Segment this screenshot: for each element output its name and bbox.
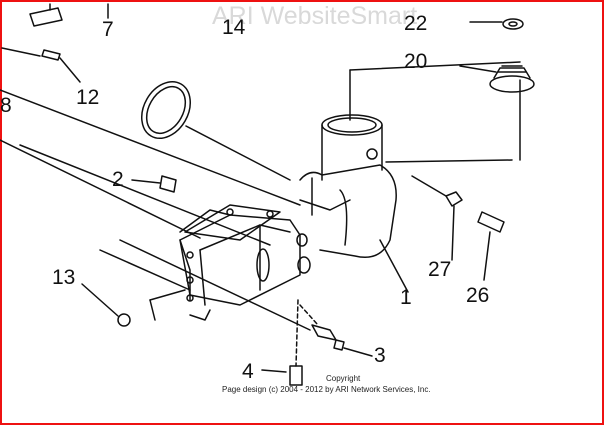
callout-7: 7 — [102, 18, 114, 41]
callout-3: 3 — [374, 344, 386, 367]
callout-12: 12 — [76, 86, 99, 109]
copyright-line-2: Page design (c) 2004 - 2012 by ARI Netwo… — [222, 385, 431, 394]
callout-13: 13 — [52, 266, 75, 289]
callout-14: 14 — [222, 16, 246, 39]
callout-27: 27 — [428, 258, 451, 281]
copyright-line-1: Copyright — [326, 374, 361, 383]
callout-1: 1 — [400, 286, 412, 309]
callout-20: 20 — [404, 50, 427, 73]
watermark-text: ARI WebsiteSmart — [212, 2, 417, 30]
callout-4: 4 — [242, 360, 254, 383]
callout-22: 22 — [404, 12, 427, 35]
callout-26: 26 — [466, 284, 489, 307]
callout-8: 8 — [0, 94, 12, 117]
callout-2: 2 — [112, 168, 124, 191]
